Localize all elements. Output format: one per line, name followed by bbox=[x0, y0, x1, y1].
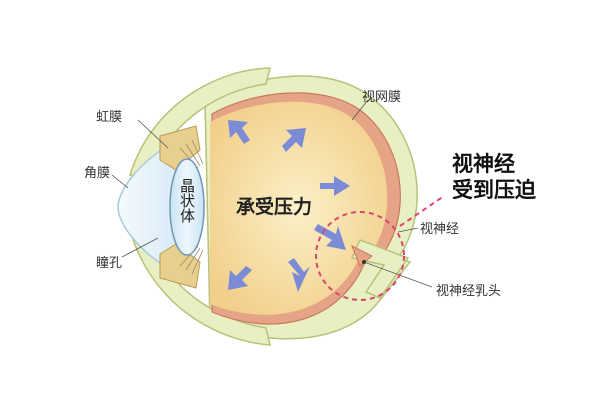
cornea-leader bbox=[111, 174, 129, 189]
retina-leader bbox=[351, 99, 369, 121]
lens bbox=[169, 158, 205, 256]
optic-disc bbox=[351, 244, 373, 267]
cornea bbox=[117, 138, 179, 276]
optic-disc-leader bbox=[363, 261, 433, 288]
pupil-label: 瞳孔 bbox=[96, 256, 123, 271]
zonules bbox=[179, 139, 204, 275]
cornea-label: 角膜 bbox=[84, 166, 111, 181]
arrow-icon bbox=[228, 120, 250, 144]
lens-label: 晶状体 bbox=[178, 178, 196, 223]
arrow-icon bbox=[314, 224, 346, 250]
callout-line2: 受到压迫 bbox=[452, 178, 536, 202]
callout-line1: 视神经 bbox=[452, 152, 515, 176]
arrow-icon bbox=[282, 128, 306, 152]
iris-label: 虹膜 bbox=[96, 110, 123, 125]
optic-disc-dot bbox=[362, 260, 366, 264]
optic-nerve-label: 视神经 bbox=[420, 222, 460, 237]
arrow-icon bbox=[228, 266, 252, 290]
pressure-label: 承受压力 bbox=[236, 196, 313, 218]
retina-label: 视网膜 bbox=[362, 90, 402, 105]
optic-disc-label: 视神经乳头 bbox=[436, 284, 502, 299]
dashed-circle-icon bbox=[315, 211, 405, 301]
arrow-icon bbox=[320, 176, 350, 196]
arrow-icon bbox=[288, 258, 310, 292]
vitreous-body bbox=[210, 101, 388, 315]
optic-nerve-leader bbox=[397, 227, 419, 233]
pressure-arrows bbox=[228, 120, 350, 292]
pupil-leader bbox=[121, 237, 159, 258]
iris-leader bbox=[137, 119, 169, 149]
